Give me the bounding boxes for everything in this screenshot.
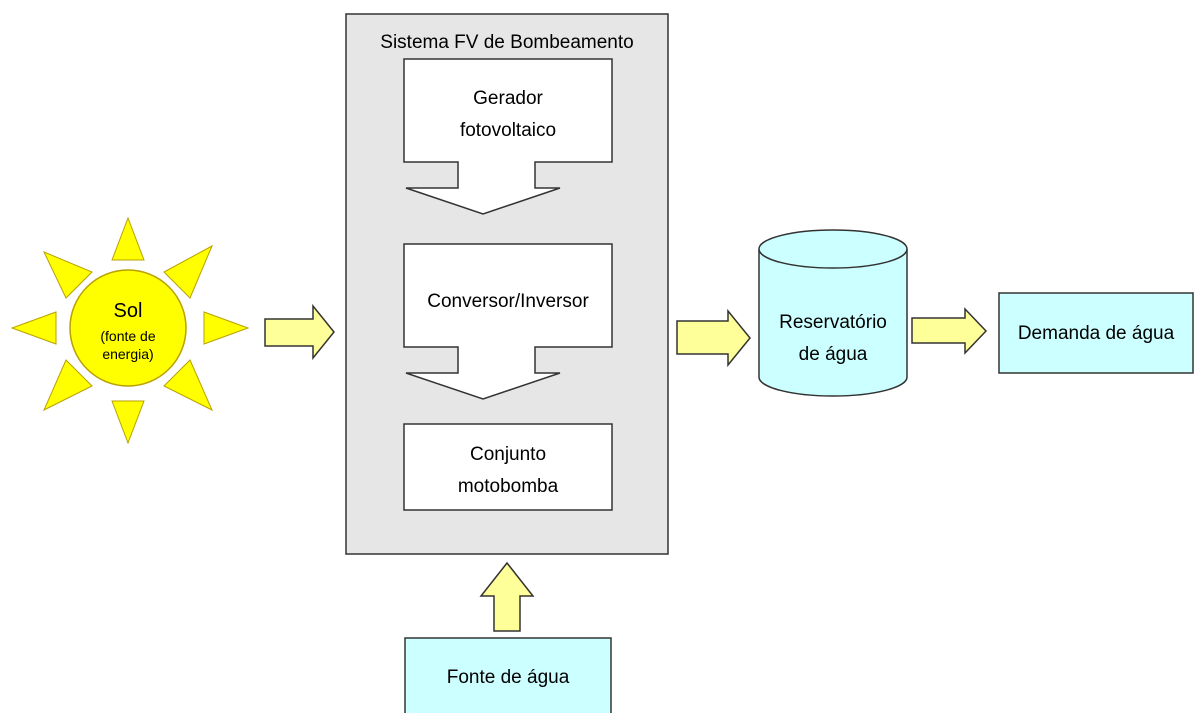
sun-disc	[69, 269, 187, 387]
generator-label-line1: Gerador	[473, 88, 543, 109]
sun-subtitle-line2: energia)	[102, 346, 153, 362]
pump-block	[403, 423, 613, 511]
sun-ray-top-left	[42, 251, 93, 299]
sun-icon: Sol (fonte de energia)	[10, 216, 250, 445]
reservoir-body	[758, 249, 908, 397]
reservoir-top	[758, 229, 908, 269]
arrow-sun-to-system	[264, 303, 335, 361]
sun-ray-right	[203, 311, 250, 345]
generator-label-line2: fotovoltaico	[460, 120, 556, 141]
reservoir-cylinder: Reservatório de água	[758, 229, 908, 397]
sun-ray-top	[111, 216, 145, 261]
water-demand-label: Demanda de água	[1018, 323, 1175, 344]
converter-label: Conversor/Inversor	[427, 291, 589, 312]
sun-ray-left	[10, 311, 57, 345]
reservoir-label-line2: de água	[799, 344, 868, 365]
sun-ray-top-right	[163, 244, 214, 299]
water-demand-box	[998, 292, 1194, 374]
sun-title: Sol	[114, 300, 143, 322]
pump-label-line1: Conjunto	[470, 444, 546, 465]
sun-rays	[10, 216, 250, 445]
arrow-reservoir-to-demand	[911, 307, 988, 355]
reservoir-label-line1: Reservatório	[779, 312, 887, 333]
pump-label-line2: motobomba	[458, 476, 559, 497]
arrow-system-to-reservoir	[676, 308, 751, 368]
converter-block	[403, 243, 613, 400]
generator-block	[403, 58, 613, 215]
pumping-system-title: Sistema FV de Bombeamento	[380, 32, 633, 53]
arrow-source-to-system	[479, 561, 535, 632]
sun-ray-bottom-left	[42, 359, 93, 412]
sun-ray-bottom	[111, 400, 145, 445]
water-source-box	[404, 637, 612, 713]
sun-subtitle-line1: (fonte de	[100, 328, 155, 344]
water-source-label: Fonte de água	[447, 667, 570, 688]
sun-ray-bottom-right	[163, 359, 214, 412]
